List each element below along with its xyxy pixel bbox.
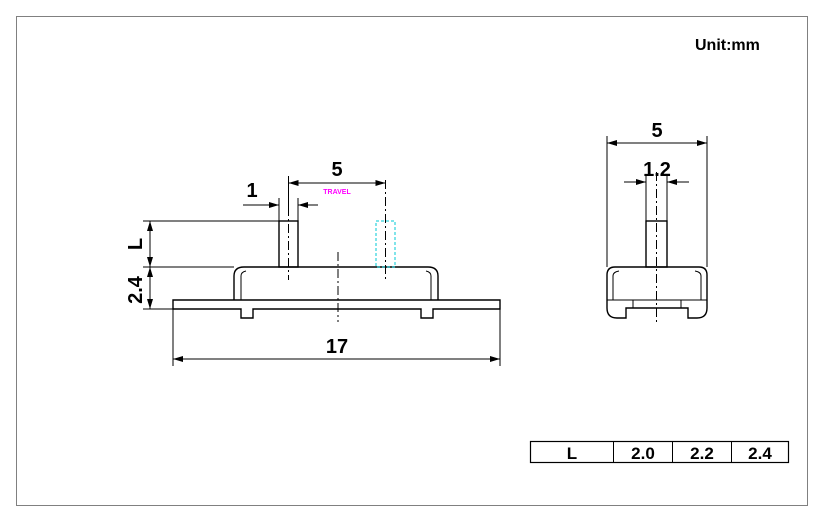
l-table-header: L (567, 444, 577, 463)
l-table-value: 2.0 (631, 444, 655, 463)
end-housing-inner-left (612, 270, 620, 300)
actuator-width-value: 1 (246, 180, 257, 202)
end-view: 5 1.2 (606, 120, 708, 324)
travel-label: TRAVEL (323, 189, 351, 196)
travel-dimension-value: 5 (331, 159, 342, 181)
l-table-value: 2.2 (690, 444, 714, 463)
end-housing (606, 266, 708, 319)
l-table-frame (529, 440, 790, 464)
housing (233, 266, 439, 300)
body-height-value: 2.4 (125, 275, 147, 304)
end-width-value: 5 (651, 120, 662, 142)
unit-label: Unit:mm (695, 37, 760, 54)
housing-inner-right (425, 270, 432, 300)
end-actuator (645, 220, 668, 268)
l-table: L 2.0 2.2 2.4 (529, 440, 790, 464)
end-housing-inner-right (694, 270, 702, 300)
sheet-frame (16, 16, 808, 506)
l-dimension-value: L (125, 238, 147, 250)
l-table-value: 2.4 (748, 444, 772, 463)
side-view: 5 TRAVEL 1 L 2.4 17 (125, 159, 501, 366)
end-actuator-width-value: 1.2 (643, 159, 671, 181)
base-plate (172, 299, 501, 319)
housing-inner-left (240, 270, 247, 300)
length-dimension-value: 17 (326, 336, 348, 358)
actuator-travel-position (375, 220, 396, 268)
